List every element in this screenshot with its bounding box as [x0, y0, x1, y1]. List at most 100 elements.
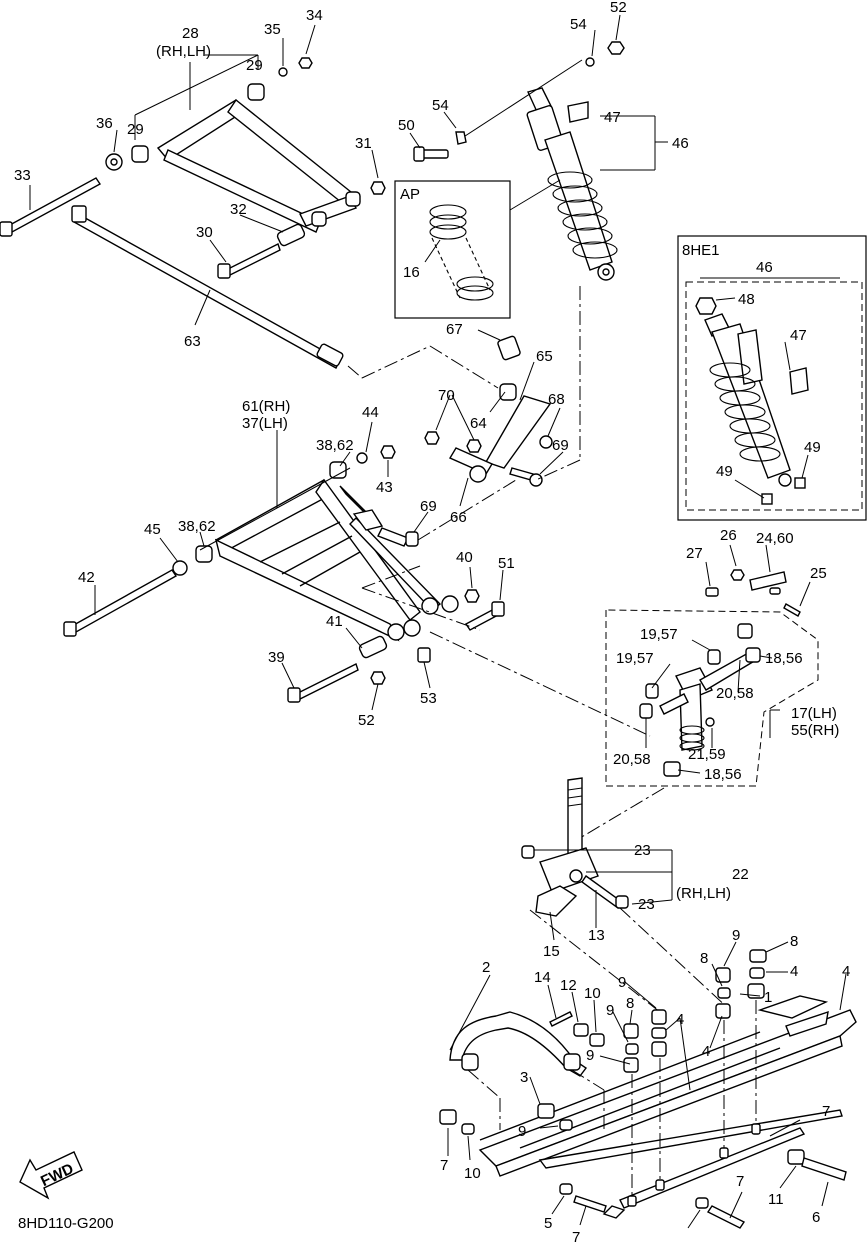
callout: 51: [498, 555, 515, 572]
callout: 28: [182, 25, 199, 42]
ski-hardware-drawing: [439, 949, 847, 1229]
callout: 36: [96, 115, 113, 132]
callout: 66: [450, 509, 467, 526]
callout: 49: [716, 463, 733, 480]
callout: 1: [764, 989, 772, 1006]
callout: 25: [810, 565, 827, 582]
callout: 42: [78, 569, 95, 586]
callout: 61(RH): [242, 398, 290, 415]
callout: 9: [732, 927, 740, 944]
callout: 63: [184, 333, 201, 350]
callout: 68: [548, 391, 565, 408]
callout: 6: [812, 1209, 820, 1226]
callout: 18,56: [765, 650, 803, 667]
8he1-inset: [677, 235, 867, 521]
callout: 9: [518, 1123, 526, 1140]
callout: 47: [790, 327, 807, 344]
callout: 52: [610, 0, 627, 16]
callout: 7: [440, 1157, 448, 1174]
callout: 9: [618, 974, 626, 991]
ap-inset: [394, 179, 561, 319]
callout: 50: [398, 117, 415, 134]
callout: 30: [196, 224, 213, 241]
callout: 34: [306, 7, 323, 24]
callout: 39: [268, 649, 285, 666]
upper-arm-drawing: [0, 57, 386, 279]
diagram-code: 8HD110-G200: [18, 1215, 114, 1232]
callout: 24,60: [756, 530, 794, 547]
callout: 52: [358, 712, 375, 729]
callout: 70: [438, 387, 455, 404]
callout: 7: [572, 1229, 580, 1245]
callout: 54: [432, 97, 449, 114]
callout: 13: [588, 927, 605, 944]
callout: 12: [560, 977, 577, 994]
callout: 32: [230, 201, 247, 218]
callout: 46: [756, 259, 773, 276]
callout: 19,57: [616, 650, 654, 667]
callout: 64: [470, 415, 487, 432]
callout: 40: [456, 549, 473, 566]
linkage-drawing: [377, 286, 581, 547]
callout: 8: [626, 995, 634, 1012]
callout: 33: [14, 167, 31, 184]
callout: (RH,LH): [156, 43, 211, 60]
callout: 22: [732, 866, 749, 883]
part-callouts: 28 (RH,LH) 35 34 29 29 36 31 33 32 30 63…: [14, 0, 850, 1245]
callout: 27: [686, 545, 703, 562]
callout: 29: [246, 57, 263, 74]
callout: 15: [543, 943, 560, 960]
callout: 8: [790, 933, 798, 950]
callout: 49: [804, 439, 821, 456]
callout: 37(LH): [242, 415, 288, 432]
callout: 41: [326, 613, 343, 630]
callout: 4: [702, 1043, 710, 1060]
callout: 9: [586, 1047, 594, 1064]
callout: 4: [842, 963, 850, 980]
callout: 7: [736, 1173, 744, 1190]
callout: 18,56: [704, 766, 742, 783]
callout: 31: [355, 135, 372, 152]
callout: 54: [570, 16, 587, 33]
callout: 5: [544, 1215, 552, 1232]
callout: 21,59: [688, 746, 726, 763]
callout: 65: [536, 348, 553, 365]
shock-absorber-drawing: [413, 41, 625, 281]
callout: 20,58: [716, 685, 754, 702]
callout: 7: [822, 1103, 830, 1120]
callout: 11: [768, 1191, 784, 1208]
callout: 8: [700, 950, 708, 967]
callout: 69: [420, 498, 437, 515]
callout: 16: [403, 264, 420, 281]
callout: 53: [420, 690, 437, 707]
callout: 23: [638, 896, 655, 913]
leader-lines: [29, 14, 847, 1229]
forward-direction-arrow: FWD: [19, 1151, 83, 1200]
callout: 55(RH): [791, 722, 839, 739]
callout: 10: [584, 985, 601, 1002]
callout: 46: [672, 135, 689, 152]
callout: 48: [738, 291, 755, 308]
callout: 14: [534, 969, 551, 986]
callout: 47: [604, 109, 621, 126]
callout: 45: [144, 521, 161, 538]
callout: 29: [127, 121, 144, 138]
callout: 10: [464, 1165, 481, 1182]
callout: 35: [264, 21, 281, 38]
callout: 4: [790, 963, 798, 980]
ski-handle-drawing: [449, 1011, 605, 1130]
callout: 3: [520, 1069, 528, 1086]
ap-inset-title: AP: [400, 186, 420, 203]
callout: 9: [606, 1002, 614, 1019]
callout: 38,62: [316, 437, 354, 454]
callout: 69: [552, 437, 569, 454]
callout: (RH,LH): [676, 885, 731, 902]
spindle-drawing: [521, 777, 731, 1013]
callout: 23: [634, 842, 651, 859]
callout: 43: [376, 479, 393, 496]
callout: 38,62: [178, 518, 216, 535]
8he1-inset-title: 8HE1: [682, 242, 720, 259]
callout: 2: [482, 959, 490, 976]
